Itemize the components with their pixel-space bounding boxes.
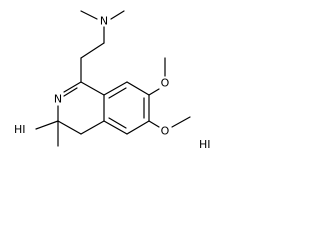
bonds bbox=[35, 10, 191, 147]
counterion-hi-left: HI bbox=[14, 123, 26, 136]
chemical-structure: N N O O bbox=[35, 10, 191, 147]
bond-n-methyl-right bbox=[110, 10, 125, 20]
amine-nitrogen-label: N bbox=[100, 15, 108, 28]
counterion-hi-right: HI bbox=[199, 138, 211, 151]
bond-c8a-c8 bbox=[103, 81, 128, 96]
bond-c4-c4a bbox=[80, 120, 105, 135]
bond-c5-c4a-double bbox=[108, 117, 127, 129]
bond-c5-c4a bbox=[103, 120, 128, 135]
bond-c8-c7 bbox=[126, 81, 150, 96]
ring-nitrogen-label: N bbox=[54, 93, 62, 106]
bond-c3-methyl-a bbox=[35, 120, 59, 130]
bond-c8a-c1 bbox=[80, 81, 105, 96]
bond-o-methyl-lower bbox=[171, 116, 191, 128]
bond-c1-n2 bbox=[63, 81, 82, 93]
bond-c8a-c8-double bbox=[108, 87, 127, 99]
methoxy-oxygen-upper-label: O bbox=[161, 77, 170, 90]
methoxy-oxygen-lower-label: O bbox=[161, 125, 170, 138]
bond-c7-o bbox=[148, 88, 160, 96]
bond-c6-c5 bbox=[126, 120, 150, 135]
bond-c6-o bbox=[148, 120, 160, 128]
bond-ch2-ch2 bbox=[80, 42, 105, 59]
bond-c1-n2-double bbox=[63, 87, 78, 97]
bond-n-methyl-left bbox=[80, 10, 98, 20]
bond-c3-c4 bbox=[57, 120, 82, 135]
